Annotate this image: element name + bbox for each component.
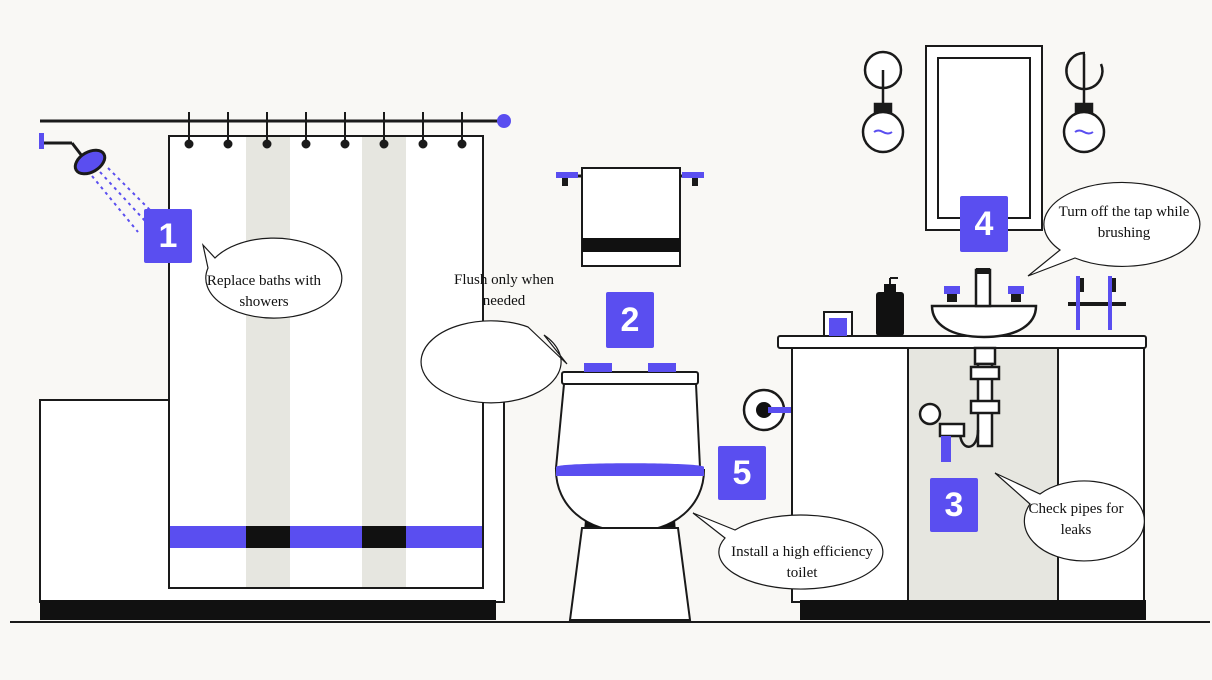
tip-text-shower: Replace baths with showers — [206, 273, 322, 310]
callout-toilet — [692, 512, 884, 590]
sink-pipes — [918, 346, 1001, 448]
callout-flush — [420, 320, 568, 404]
tip-text-tap: Turn off the tap while brushing — [1058, 204, 1190, 241]
tip-number-badge-4: 4 — [960, 196, 1008, 252]
shower-head-icon — [39, 133, 153, 233]
toilet-paper-icon — [742, 388, 792, 432]
towel-rack — [556, 167, 704, 267]
wall-lamp-icon — [861, 50, 905, 154]
toothbrush-icon — [1068, 276, 1126, 330]
toilet — [554, 363, 706, 621]
tip-number-badge-2: 2 — [606, 292, 654, 348]
callout-tap — [1027, 181, 1201, 277]
tip-text-pipes: Check pipes for leaks — [1028, 501, 1124, 538]
cup — [823, 311, 853, 337]
callout-shapes — [201, 181, 1201, 590]
callout-pipes — [994, 472, 1145, 562]
tip-text-flush: Flush only when needed — [453, 272, 554, 309]
tip-number-badge-1: 1 — [144, 209, 192, 263]
sink — [930, 268, 1038, 339]
water-drop-icon — [941, 436, 951, 462]
callout-shower — [201, 237, 343, 319]
tip-number-badge-3: 3 — [930, 478, 978, 532]
shower-rod — [40, 114, 511, 128]
wall-lamp-icon — [1062, 51, 1106, 154]
tip-text-toilet: Install a high efficiency toilet — [731, 544, 873, 581]
tip-number-badge-5: 5 — [718, 446, 766, 500]
soap-dispenser-icon — [876, 277, 904, 336]
